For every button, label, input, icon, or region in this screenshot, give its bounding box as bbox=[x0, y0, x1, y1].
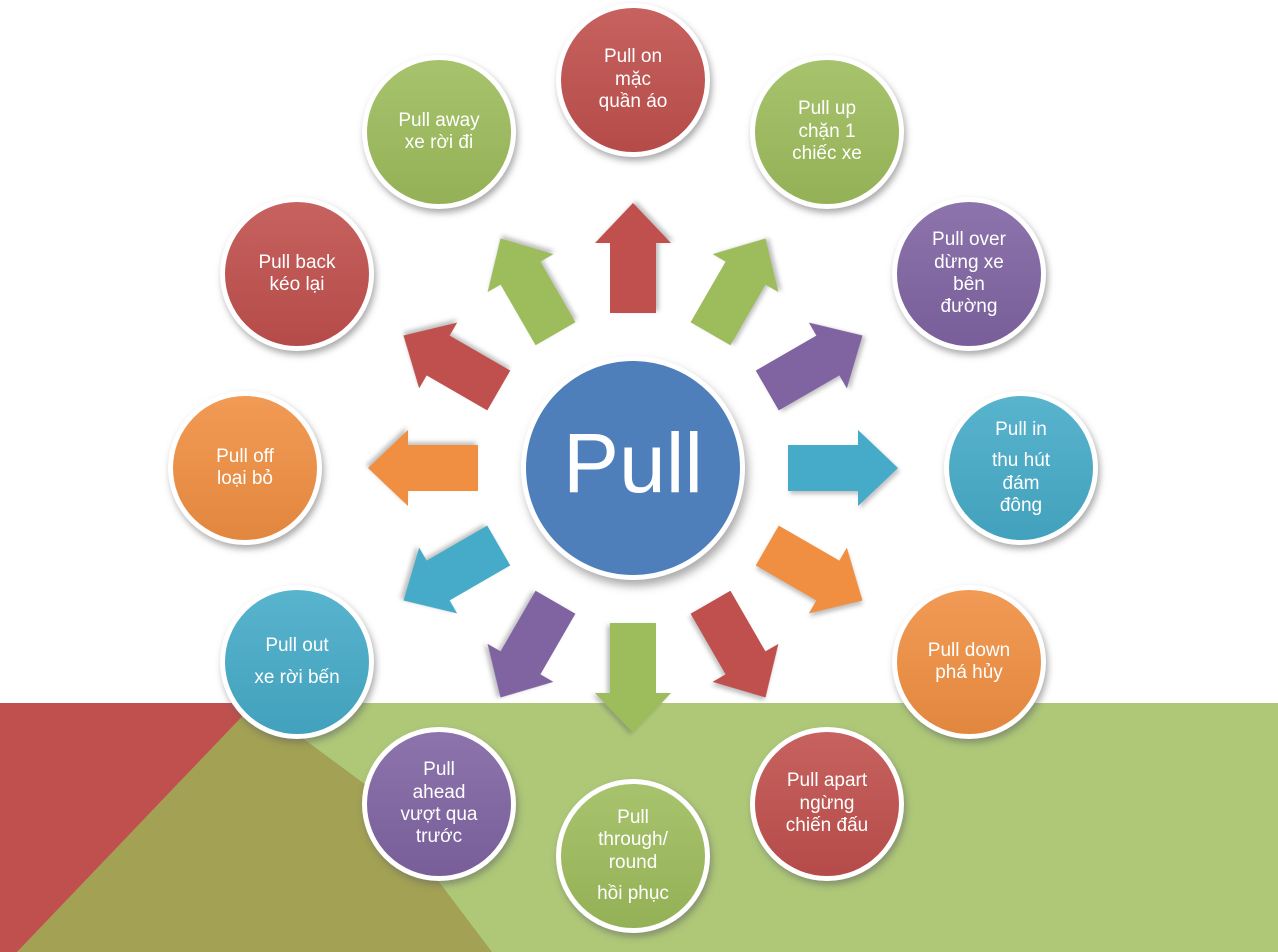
bubble-meaning: mặc quần áo bbox=[598, 68, 668, 113]
bubble-pull-out: Pull out xe rời bến bbox=[220, 585, 374, 739]
center-pull-circle: Pull bbox=[521, 356, 745, 580]
bubble-phrase: Pull apart bbox=[786, 770, 868, 792]
bubble-phrase: Pull ahead bbox=[412, 759, 466, 803]
bubble-pull-in: Pull in thu hút đám đông bbox=[944, 391, 1098, 545]
bubble-meaning: thu hút đám đông bbox=[991, 450, 1051, 516]
bubble-phrase: Pull away bbox=[398, 109, 480, 131]
bubble-phrase: Pull back bbox=[258, 251, 336, 273]
bubble-meaning: dừng xe bên đường bbox=[934, 251, 1004, 318]
bubble-meaning: vượt qua trước bbox=[400, 804, 478, 848]
bubble-phrase: Pull in bbox=[995, 418, 1047, 440]
bubble-phrase: Pull out bbox=[265, 635, 329, 657]
bubble-meaning: loại bỏ bbox=[217, 468, 273, 489]
bubble-meaning: phá hủy bbox=[935, 662, 1003, 683]
bubble-meaning: kéo lại bbox=[269, 274, 325, 295]
bubble-phrase: Pull off bbox=[216, 445, 274, 467]
bubble-phrase: Pull down bbox=[927, 639, 1011, 661]
bubble-meaning: chặn 1 chiếc xe bbox=[792, 120, 862, 165]
bubble-phrase: Pull through/ round bbox=[598, 806, 668, 873]
bubble-phrase: Pull on bbox=[603, 46, 663, 68]
bubble-meaning: ngừng chiến đấu bbox=[785, 792, 869, 837]
bubble-phrase: Pull over bbox=[932, 229, 1006, 251]
bubble-phrase: Pull up bbox=[797, 98, 857, 120]
center-label: Pull bbox=[562, 415, 704, 510]
bubble-meaning: xe rời đi bbox=[404, 132, 474, 153]
bubble-meaning: hồi phục bbox=[597, 882, 669, 904]
olive-wedge bbox=[17, 703, 492, 952]
bubble-pull-through-round: Pull through/ round hồi phục bbox=[556, 779, 710, 933]
red-wedge bbox=[0, 703, 255, 952]
bubble-meaning: xe rời bến bbox=[254, 666, 340, 688]
